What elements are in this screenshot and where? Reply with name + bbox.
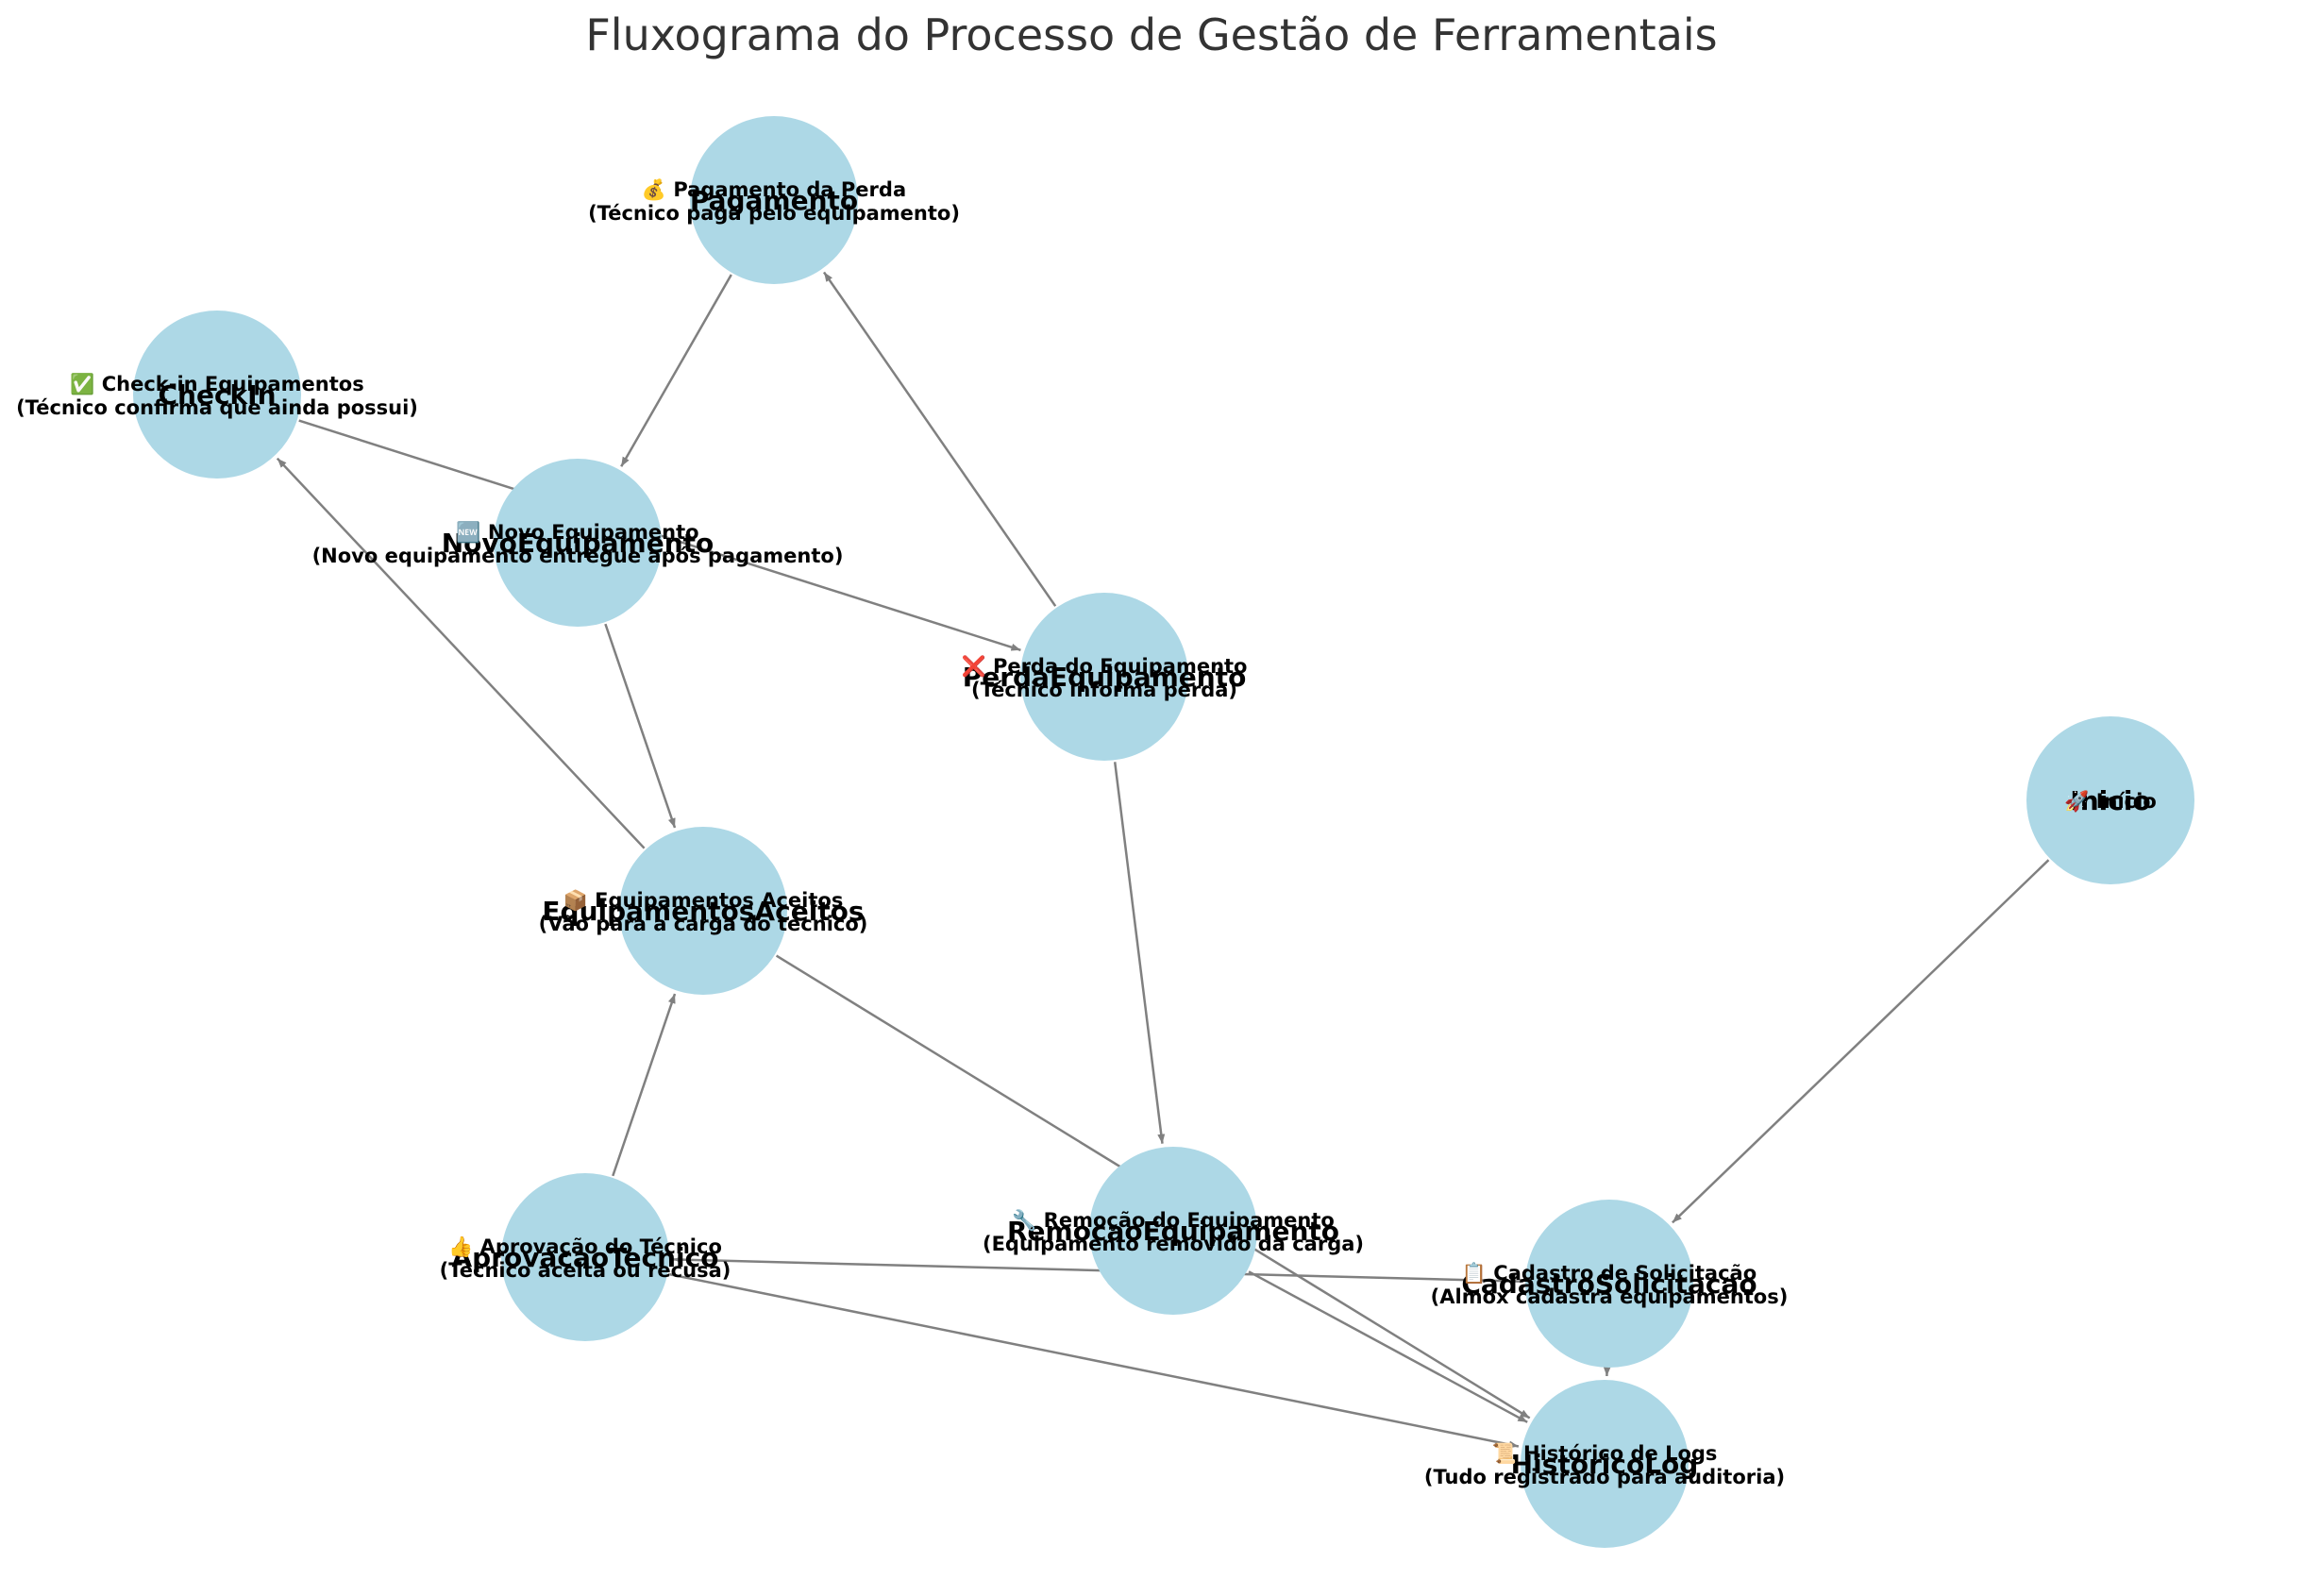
node-novo-equipamento: NovoEquipamento🆕 Novo Equipamento(Novo e… <box>312 459 844 627</box>
node-circle <box>1020 593 1188 761</box>
node-label-title: ✅ Check-in Equipamentos <box>70 372 363 395</box>
edges-layer <box>276 271 2050 1449</box>
node-name: HistoricoLog <box>1511 1449 1699 1480</box>
nodes-layer: Pagamento💰 Pagamento da Perda(Técnico pa… <box>16 116 2194 1548</box>
node-label-description: (Técnico confirma que ainda possui) <box>16 396 418 419</box>
node-circle <box>133 311 301 479</box>
node-name: Inicio <box>2070 785 2150 816</box>
edge-perda-equipamento-to-remocao-equipamento <box>1113 762 1166 1144</box>
node-label-description: (Vão para a carga do técnico) <box>539 913 868 935</box>
node-name: CadastroSolicitacao <box>1461 1268 1757 1300</box>
node-circle <box>619 827 787 995</box>
node-label-title: 📦 Equipamentos Aceitos <box>563 888 844 912</box>
node-check-in: CheckIn✅ Check-in Equipamentos(Técnico c… <box>16 311 418 479</box>
node-historico-log: HistoricoLog📜 Histórico de Logs(Tudo reg… <box>1424 1380 1785 1548</box>
node-perda-equipamento: PerdaEquipamento❌ Perda do Equipamento(T… <box>961 593 1248 761</box>
edge-perda-equipamento-to-pagamento <box>822 271 1057 607</box>
node-aprovacao-tecnico: AprovacaoTecnico👍 Aprovação do Técnico(T… <box>440 1173 731 1341</box>
node-label-description: (Técnico informa perda) <box>971 679 1237 701</box>
node-label-title: 👍 Aprovação do Técnico <box>448 1235 722 1258</box>
node-circle <box>501 1173 669 1341</box>
edge-pagamento-to-novo-equipamento <box>620 274 732 467</box>
node-circle <box>1525 1200 1693 1368</box>
node-label-title: 📋 Cadastro de Solicitação <box>1462 1261 1757 1285</box>
node-circle <box>1521 1380 1689 1548</box>
node-label-title: 📜 Histórico de Logs <box>1492 1442 1718 1465</box>
node-name: AprovacaoTecnico <box>452 1242 719 1273</box>
node-cadastro-solicitacao: CadastroSolicitacao📋 Cadastro de Solicit… <box>1431 1200 1789 1368</box>
node-inicio: Inicio🚀 Início <box>2026 716 2194 884</box>
node-name: NovoEquipamento <box>442 528 714 559</box>
node-label-description: (Técnico paga pelo equipamento) <box>588 202 960 225</box>
edge-equipamentos-aceitos-to-check-in <box>276 457 646 849</box>
node-name: EquipamentosAceitos <box>542 896 864 927</box>
node-circle <box>690 116 858 284</box>
node-label-description: (Equipamento removido da carga) <box>983 1233 1364 1255</box>
node-label-description: (Almox cadastra equipamentos) <box>1431 1285 1789 1308</box>
node-label-description: (Novo equipamento entregue após pagament… <box>312 545 844 567</box>
diagram-title: Fluxograma do Processo de Gestão de Ferr… <box>585 9 1718 60</box>
edge-remocao-equipamento-to-historico-log <box>1248 1270 1528 1423</box>
edge-inicio-to-cadastro-solicitacao <box>1672 859 2050 1224</box>
node-name: RemocaoEquipamento <box>1007 1216 1339 1247</box>
edge-aprovacao-tecnico-to-historico-log <box>668 1272 1520 1449</box>
node-label-title: 🚀 Início <box>2064 789 2157 813</box>
node-label-title: 💰 Pagamento da Perda <box>642 177 906 202</box>
node-name: PerdaEquipamento <box>963 662 1247 693</box>
node-pagamento: Pagamento💰 Pagamento da Perda(Técnico pa… <box>588 116 960 284</box>
node-circle <box>494 459 662 627</box>
node-label-title: ❌ Perda do Equipamento <box>961 654 1247 679</box>
edge-aprovacao-tecnico-to-equipamentos-aceitos <box>612 993 677 1177</box>
node-label-title: 🔧 Remoção do Equipamento <box>1012 1208 1335 1232</box>
node-label-description: (Técnico aceita ou recusa) <box>440 1259 731 1282</box>
node-label-description: (Tudo registrado para auditoria) <box>1424 1466 1785 1488</box>
edge-novo-equipamento-to-equipamentos-aceitos <box>604 623 677 829</box>
node-equipamentos-aceitos: EquipamentosAceitos📦 Equipamentos Aceito… <box>539 827 868 995</box>
node-name: Pagamento <box>690 185 858 216</box>
node-circle <box>2026 716 2194 884</box>
node-name: CheckIn <box>158 379 276 411</box>
node-circle <box>1089 1147 1257 1315</box>
node-label-title: 🆕 Novo Equipamento <box>456 520 698 544</box>
node-remocao-equipamento: RemocaoEquipamento🔧 Remoção do Equipamen… <box>983 1147 1364 1315</box>
edge-cadastro-solicitacao-to-aprovacao-tecnico <box>672 1255 1524 1283</box>
